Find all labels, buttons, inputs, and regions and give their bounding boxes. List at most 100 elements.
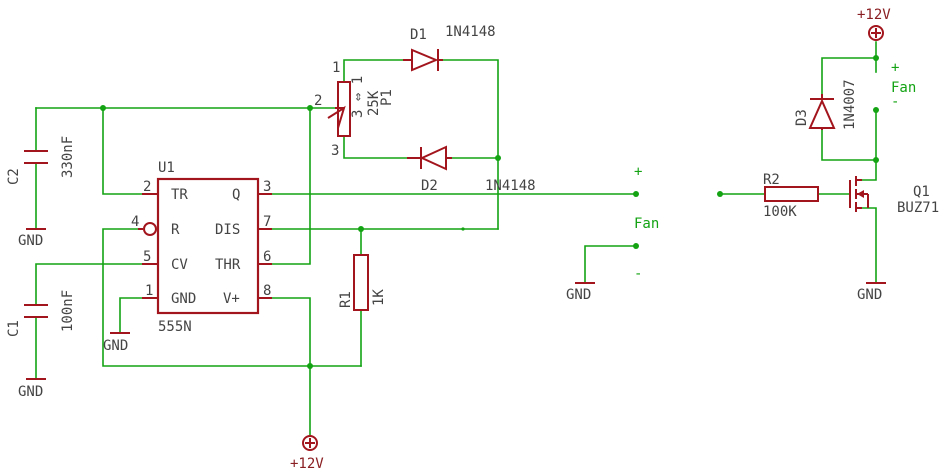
gnd-label: GND [18,384,43,400]
wire-vcc-right [821,41,877,95]
pin-7-name: DIS [215,222,240,238]
ic-555: U1 555N 2 TR 3 Q 4 R 7 DIS 5 CV 6 THR 1 … [131,160,272,335]
junction-dot-small [461,227,465,231]
wires [35,41,877,437]
wire-gnd-pin [119,297,143,333]
p1-pin2: 2 [314,93,322,109]
q1-arrow [857,190,864,198]
junction-dot [873,157,879,163]
fan-left-plus: + [634,164,642,180]
fan-right-label: Fan [891,80,916,96]
wire-reset [102,228,362,367]
wire-d1-out [442,59,499,230]
pin-5-name: CV [171,257,188,273]
junction-dot [307,363,313,369]
d2-value: 1N4148 [485,178,536,194]
d3-ref: D3 [794,109,810,126]
gnd-label: GND [103,338,128,354]
d2-triangle [419,145,447,171]
pin-4-name: R [171,222,180,238]
wire-source [861,207,877,283]
resistor-r2: R2 100K [763,172,819,220]
wire-thr-pin [271,107,311,265]
p1-ref: P1 [379,89,395,106]
mosfet-q1: Q1 BUZ71 [849,176,939,216]
q1-ref: Q1 [913,184,930,200]
ic-body [156,177,260,315]
r2-value: 100K [763,204,797,220]
pin-8-num: 8 [263,283,271,299]
d1-value: 1N4148 [445,24,496,40]
wire-fan-gnd [584,245,637,283]
resistor-r1: R1 1K [338,254,387,311]
d1-ref: D1 [410,27,427,43]
d3-value: 1N4007 [842,79,858,130]
p1-wiper-arrow [327,105,346,129]
junction-dot [100,105,106,111]
junction-dot [633,243,639,249]
r2-ref: R2 [763,172,780,188]
wire-drain-fet [861,159,877,181]
r1-ref: R1 [338,291,354,308]
diode-d2: D2 1N4148 [407,145,536,194]
wire-pot-pin3 [343,135,408,159]
fan-right-minus: - [891,94,899,110]
supply-circle [302,435,318,451]
junction-dot [495,155,501,161]
fan-left-label: Fan [634,216,659,232]
fan-left-minus: - [634,266,642,282]
potentiometer-p1: 1 2 3 3 ⇔ 1 25K P1 [314,60,395,159]
p1-pin3: 3 [331,143,339,159]
pin-3-num: 3 [263,179,271,195]
c1-ref: C1 [6,320,22,337]
diode-d3: D3 1N4007 [794,79,858,130]
junction-dot [873,107,879,113]
supply-bottom: +12V [290,435,324,472]
junction-dot [633,191,639,197]
u1-ref: U1 [158,160,175,176]
gnd-label: GND [857,287,882,303]
pin-7-num: 7 [263,214,271,230]
wire-pot-pin1 [343,59,404,83]
r1-value: 1K [371,289,387,306]
p1-value: 25K [366,90,382,116]
junction-dot [307,105,313,111]
wire-cv [35,263,143,305]
pin-8-name: V+ [223,291,240,307]
pin-1-name: GND [171,291,196,307]
capacitor-c2: C2 330nF [6,136,76,185]
p1-pin1: 1 [332,60,340,76]
supply-top: +12V [857,7,891,41]
supply-label: +12V [290,456,324,472]
pin-5-num: 5 [143,249,151,265]
c2-ref: C2 [6,168,22,185]
junction-dot [717,191,723,197]
d1-triangle [411,48,439,72]
supply-circle [868,25,884,41]
gnd-label: GND [18,233,43,249]
pin-6-num: 6 [263,249,271,265]
wire-drain [821,109,877,161]
c1-value: 100nF [60,290,76,332]
gnd-symbols: GND GND GND GND GND [18,228,886,400]
pin-4-inverter [143,222,157,236]
pin-2-num: 2 [143,179,151,195]
fan-connector-right: + Fan - [891,60,916,110]
junctions [100,55,879,369]
junction-dot [358,226,364,232]
wire-tr-pin [102,107,143,195]
u1-value: 555N [158,319,192,335]
p1-wiper-mark: 3 ⇔ 1 [350,76,366,118]
d2-ref: D2 [421,178,438,194]
d3-triangle [808,98,836,129]
wire-vplus [271,297,311,437]
diode-d1: D1 1N4148 [403,24,496,72]
pin-3-name: Q [232,187,240,203]
q1-value: BUZ71 [897,200,939,216]
pin-2-name: TR [171,187,188,203]
c2-value: 330nF [60,136,76,178]
fan-connector-left: + Fan - [634,164,659,282]
fan-right-plus: + [891,60,899,76]
capacitor-c1: C1 100nF [6,290,76,337]
